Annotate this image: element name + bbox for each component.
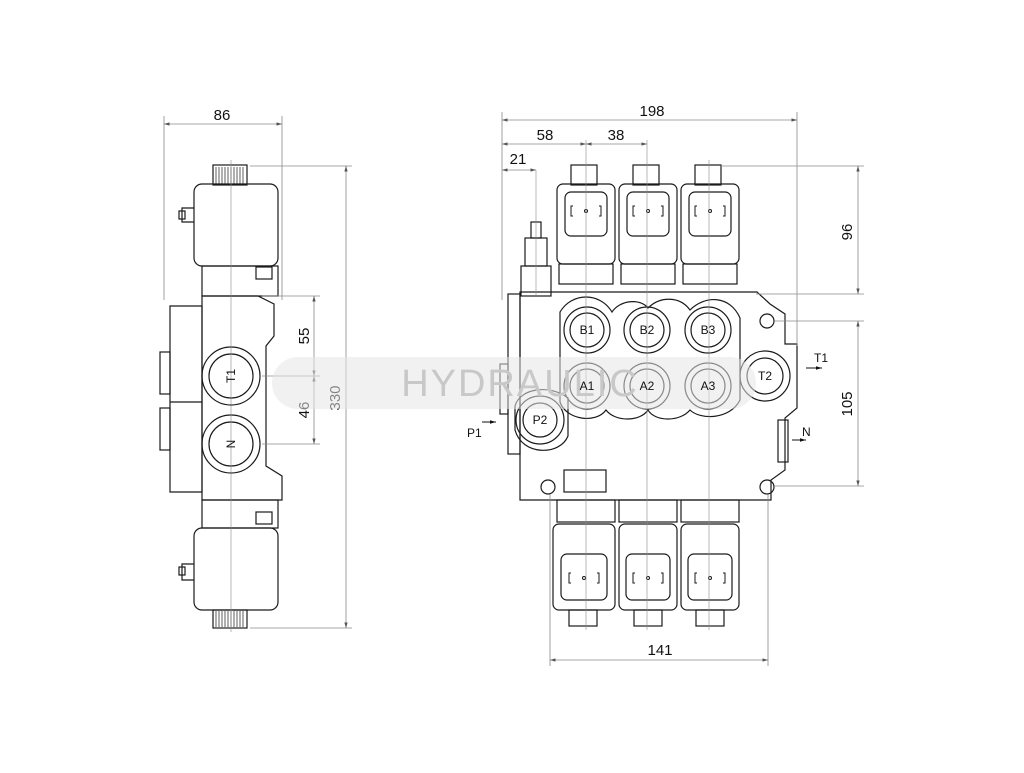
port-b1-label: B1 [580, 323, 595, 337]
side-body-back [169, 305, 203, 493]
side-port-n-label: N [224, 440, 238, 449]
port-t2-label: T2 [758, 369, 772, 383]
flow-arrows [482, 366, 822, 442]
port-b3-label: B3 [701, 323, 716, 337]
front-pitch-dim: 38 [608, 127, 625, 144]
side-body [201, 295, 283, 501]
front-bottom-dim: 141 [647, 642, 672, 659]
port-p2-label: P2 [533, 413, 548, 427]
side-top-connector [181, 207, 194, 223]
front-label-plate [563, 469, 607, 493]
side-bottom-connector [181, 563, 194, 581]
side-boss-lower [159, 407, 171, 451]
front-bottom-coil-1 [552, 523, 616, 627]
front-top-dim: 96 [839, 224, 856, 241]
front-mount-hole-tr [759, 313, 775, 329]
front-n-boss [777, 419, 789, 463]
front-mount-hole-br [759, 479, 775, 495]
watermark: HYDRAULIC [272, 357, 756, 409]
side-bottom-coil [193, 527, 279, 611]
side-top-coil [193, 183, 279, 267]
front-bottom-coil-2 [618, 523, 678, 627]
front-top-coil-2 [618, 164, 678, 285]
front-top-coil-3 [680, 164, 740, 285]
side-top-coil-nut [212, 164, 248, 186]
front-offset2-dim: 21 [510, 151, 527, 168]
watermark-text: HYDRAULIC [401, 363, 639, 405]
side-lower-nut [255, 511, 273, 525]
front-lower-tube-3 [680, 499, 740, 523]
side-bottom-coil-nut [212, 609, 248, 629]
side-view [159, 164, 283, 629]
side-upper-dim: 55 [296, 328, 313, 345]
front-bottom-coil-3 [680, 523, 740, 627]
side-width-dim: 86 [214, 107, 231, 124]
front-mount-hole-bl [540, 479, 556, 495]
arrow-p1-label: P1 [467, 426, 482, 440]
port-a2-label: A2 [640, 379, 655, 393]
front-lower-tube-2 [618, 499, 678, 523]
side-top-connector-pin [178, 210, 186, 220]
port-b2-label: B2 [640, 323, 655, 337]
side-upper-tube [201, 265, 279, 297]
side-bottom-connector-pin [178, 566, 186, 576]
side-boss-upper [159, 351, 171, 395]
side-upper-nut [255, 266, 273, 280]
front-dimension-lines [501, 112, 864, 666]
side-port-t1-label: T1 [224, 369, 238, 383]
arrow-n-label: N [802, 425, 811, 439]
front-valve-body [519, 291, 798, 501]
front-offset1-dim: 58 [537, 127, 554, 144]
front-width-dim: 198 [639, 103, 664, 120]
front-right-dim: 105 [839, 391, 856, 416]
arrow-t1-label: T1 [814, 351, 828, 365]
port-a3-label: A3 [701, 379, 716, 393]
port-a1-label: A1 [580, 379, 595, 393]
